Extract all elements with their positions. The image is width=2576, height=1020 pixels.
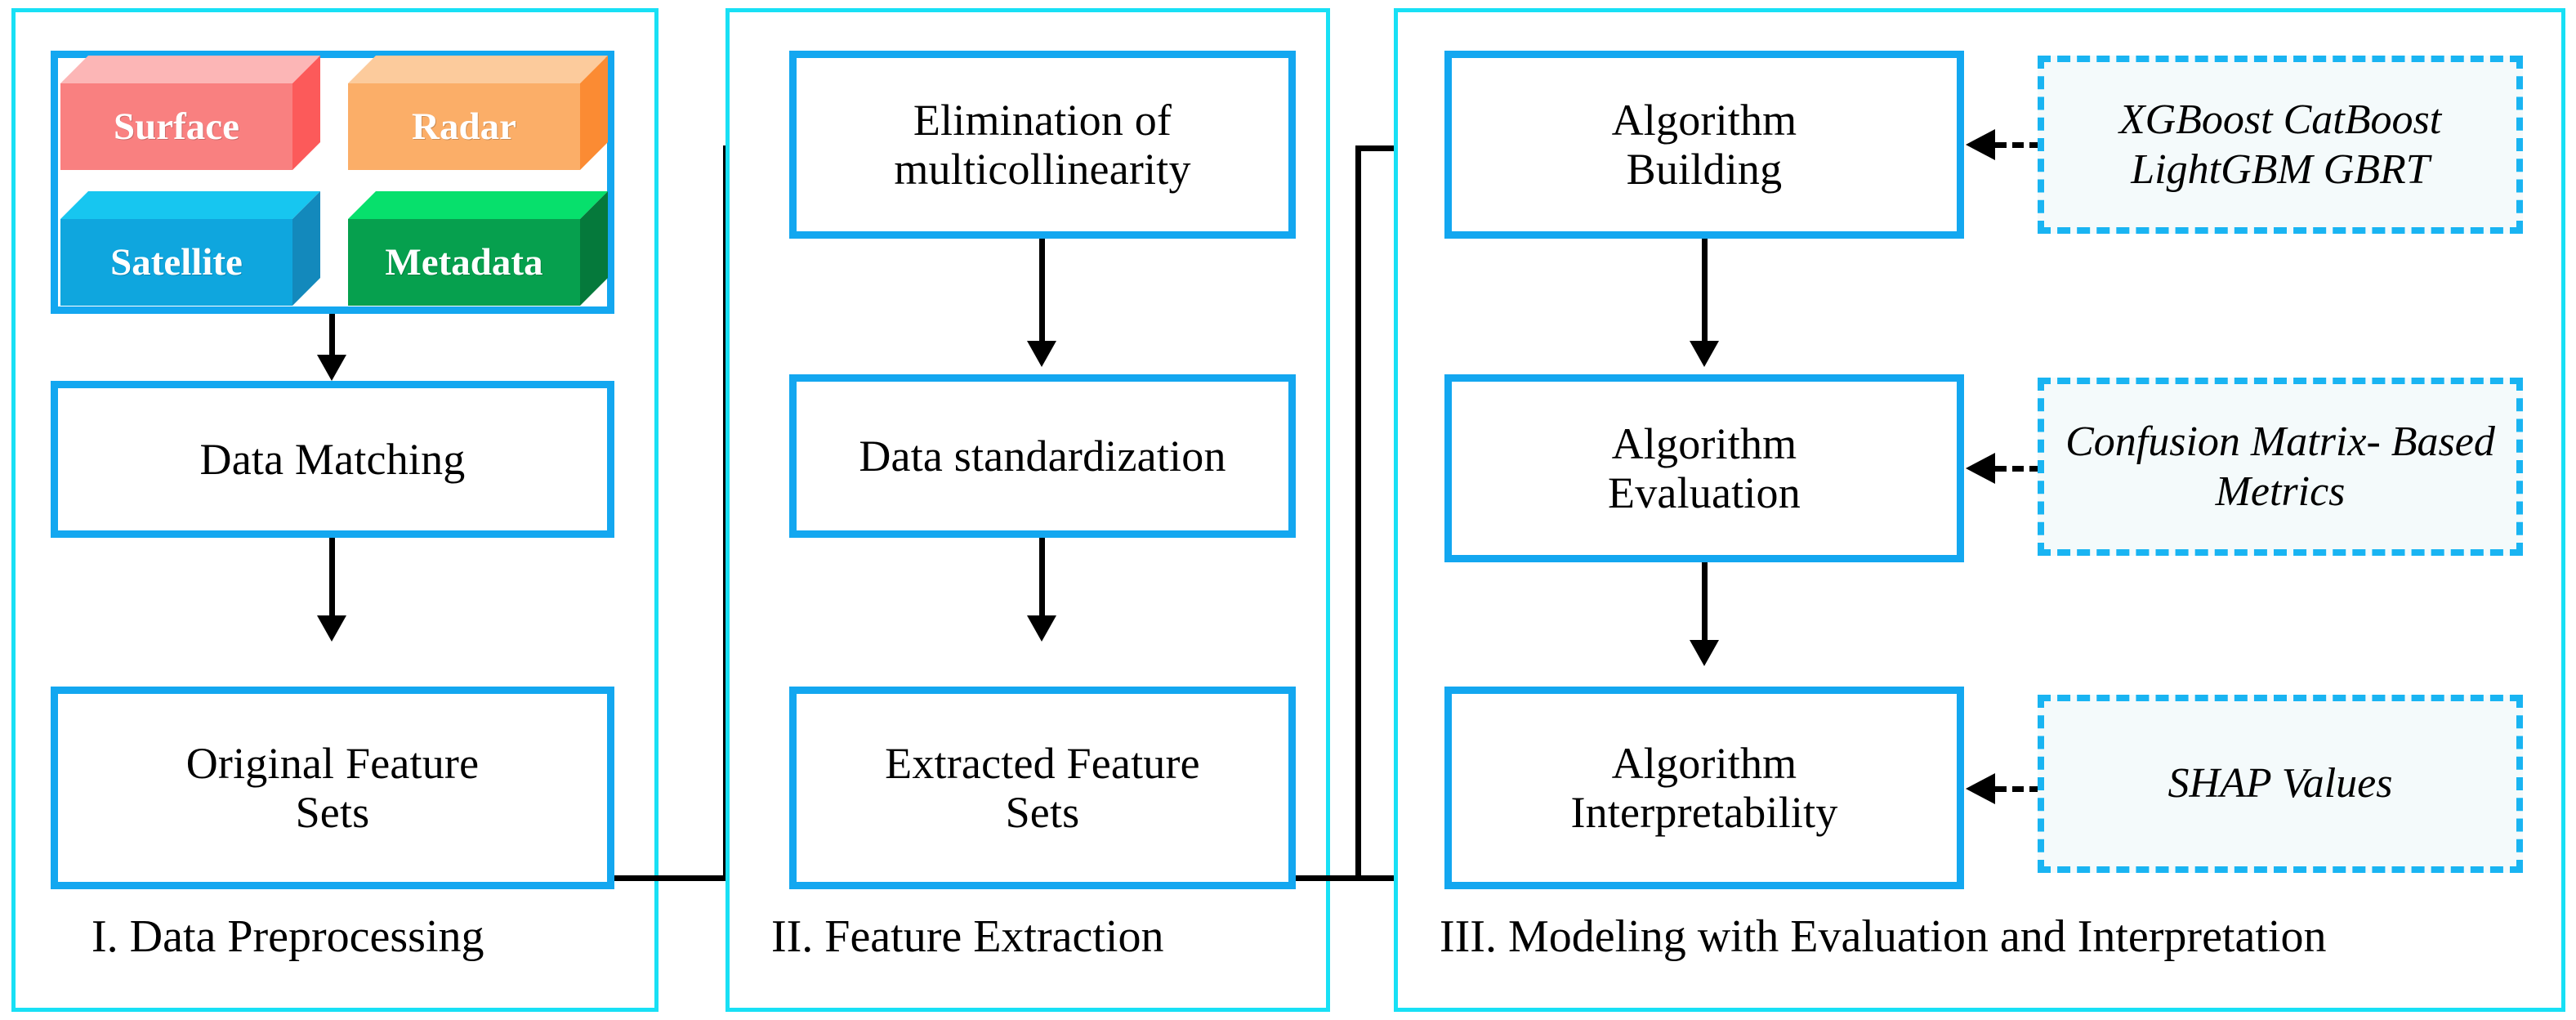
- process-box-label-line-2: Sets: [1005, 788, 1080, 837]
- process-box-label-line-2: Interpretability: [1570, 788, 1838, 837]
- process-box-label: Data standardization: [859, 431, 1226, 481]
- connector-data-matching-to-original-feature-sets: [329, 538, 335, 620]
- stage-caption-data-preprocessing: I. Data Preprocessing: [92, 911, 484, 962]
- process-box-label-line-2: Sets: [295, 788, 370, 837]
- process-box-label-line-1: Original Feature: [185, 738, 480, 788]
- arrowhead-down: [317, 355, 346, 381]
- annotation-box-shap: SHAP Values: [2038, 695, 2523, 873]
- data-source-blocks: Surface Radar Satellite Metadata: [51, 51, 614, 314]
- annotation-box-algorithms: XGBoost CatBoost LightGBM GBRT: [2038, 56, 2523, 234]
- arrowhead-down: [317, 615, 346, 642]
- connector-sources-to-data-matching: [329, 314, 335, 359]
- data-source-block-surface: Surface: [60, 56, 320, 170]
- connector-stage1-to-stage2-horizontal-bottom: [614, 875, 729, 881]
- annotation-label-line-2: Based Metrics: [2215, 418, 2495, 515]
- connector-stage2-to-stage3-horizontal-bottom: [1296, 875, 1394, 881]
- annotation-label-line-1: Confusion Matrix-: [2065, 418, 2381, 465]
- dashed-connector-shap: [1995, 786, 2041, 792]
- process-box-label: Data Matching: [199, 434, 466, 484]
- arrowhead-down: [1690, 640, 1719, 666]
- arrowhead-left-shap: [1966, 773, 1995, 804]
- process-box-original-feature-sets: Original Feature Sets: [51, 687, 614, 889]
- process-box-algorithm-interpretability: Algorithm Interpretability: [1444, 687, 1964, 889]
- connector-standardization-to-extracted-feature-sets: [1039, 538, 1045, 620]
- connector-building-to-evaluation: [1702, 239, 1708, 345]
- annotation-label-line-2: LightGBM GBRT: [2131, 146, 2430, 193]
- block-front-face: Satellite: [60, 219, 292, 306]
- process-box-label-line-2: multicollinearity: [894, 145, 1191, 194]
- block-top-face: [348, 191, 608, 219]
- annotation-box-metrics: Confusion Matrix- Based Metrics: [2038, 378, 2523, 556]
- annotation-label-line-1: XGBoost CatBoost: [2118, 96, 2442, 143]
- data-source-block-satellite: Satellite: [60, 191, 320, 306]
- connector-elimination-to-standardization: [1039, 239, 1045, 345]
- process-box-label-line-1: Algorithm: [1611, 418, 1797, 468]
- block-top-face: [60, 56, 320, 83]
- process-box-data-matching: Data Matching: [51, 381, 614, 538]
- arrowhead-down: [1027, 615, 1056, 642]
- stage-caption-modeling: III. Modeling with Evaluation and Interp…: [1440, 911, 2327, 962]
- stage-caption-feature-extraction: II. Feature Extraction: [771, 911, 1164, 962]
- block-front-face: Metadata: [348, 219, 580, 306]
- process-box-elimination-of-multicollinearity: Elimination of multicollinearity: [789, 51, 1296, 239]
- dashed-connector-algorithms: [1995, 142, 2041, 148]
- data-source-label-radar: Radar: [412, 105, 516, 148]
- process-box-algorithm-evaluation: Algorithm Evaluation: [1444, 374, 1964, 562]
- process-box-label-line-1: Elimination of: [913, 95, 1172, 145]
- data-source-label-metadata: Metadata: [385, 241, 543, 284]
- arrowhead-down: [1027, 341, 1056, 367]
- process-box-label-line-1: Algorithm: [1611, 95, 1797, 145]
- arrowhead-left-metrics: [1966, 453, 1995, 484]
- block-front-face: Radar: [348, 83, 580, 170]
- process-box-label-line-2: Building: [1626, 145, 1783, 194]
- arrowhead-down: [1690, 341, 1719, 367]
- connector-stage2-to-stage3-vertical: [1355, 145, 1361, 881]
- process-box-algorithm-building: Algorithm Building: [1444, 51, 1964, 239]
- arrowhead-left-algorithms: [1966, 129, 1995, 160]
- process-box-data-standardization: Data standardization: [789, 374, 1296, 538]
- process-box-label-line-1: Algorithm: [1611, 738, 1797, 788]
- process-box-extracted-feature-sets: Extracted Feature Sets: [789, 687, 1296, 889]
- annotation-label-line-1: SHAP Values: [2168, 760, 2393, 808]
- block-front-face: Surface: [60, 83, 292, 170]
- connector-evaluation-to-interpretability: [1702, 562, 1708, 644]
- data-source-block-metadata: Metadata: [348, 191, 608, 306]
- block-top-face: [60, 191, 320, 219]
- data-source-label-satellite: Satellite: [110, 241, 243, 284]
- block-top-face: [348, 56, 608, 83]
- dashed-connector-metrics: [1995, 466, 2041, 472]
- data-source-block-radar: Radar: [348, 56, 608, 170]
- process-box-label-line-1: Extracted Feature: [885, 738, 1200, 788]
- data-source-label-surface: Surface: [113, 105, 239, 148]
- process-box-label-line-2: Evaluation: [1608, 468, 1801, 517]
